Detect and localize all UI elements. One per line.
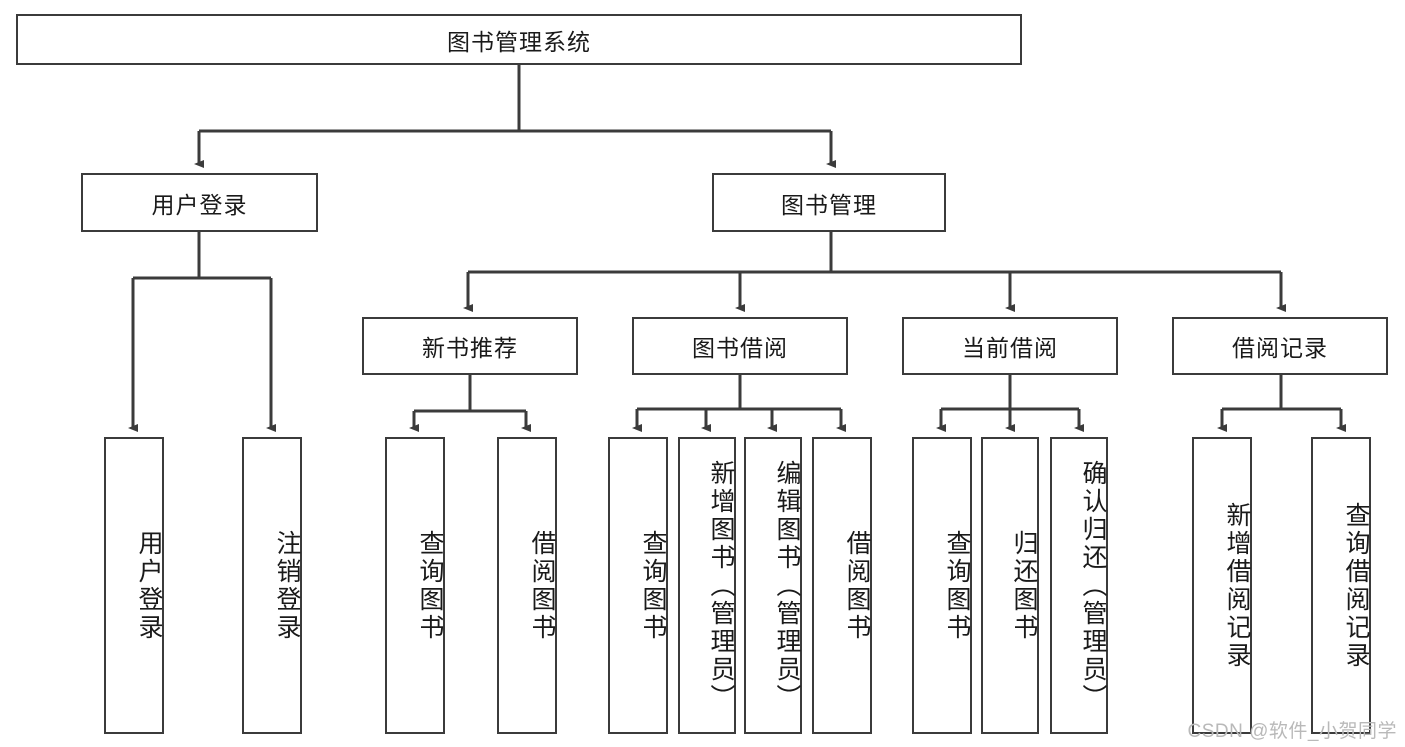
node-label: 注销登录 xyxy=(273,529,301,642)
leaf-current-query-book[interactable]: 查询图书 xyxy=(912,437,972,734)
node-label: 查询图书 xyxy=(943,529,971,642)
node-label: 用户登录 xyxy=(151,191,248,218)
leaf-user-login-login[interactable]: 用户登录 xyxy=(104,437,164,734)
leaf-borrow-borrow-book[interactable]: 借阅图书 xyxy=(812,437,872,734)
node-book-borrow[interactable]: 图书借阅 xyxy=(632,317,848,375)
leaf-user-login-logout[interactable]: 注销登录 xyxy=(242,437,302,734)
node-label: 借阅图书 xyxy=(528,529,556,642)
leaf-new-book-borrow[interactable]: 借阅图书 xyxy=(497,437,557,734)
node-label: 编辑图书（管理员） xyxy=(773,459,801,712)
leaf-current-return-book[interactable]: 归还图书 xyxy=(981,437,1039,734)
node-label: 新增图书（管理员） xyxy=(707,459,735,712)
node-label: 新书推荐 xyxy=(422,335,518,361)
leaf-borrow-query-book[interactable]: 查询图书 xyxy=(608,437,668,734)
node-label: 用户登录 xyxy=(135,529,163,642)
leaf-borrow-edit-book-admin[interactable]: 编辑图书（管理员） xyxy=(744,437,802,734)
node-label: 新增借阅记录 xyxy=(1223,501,1251,670)
leaf-borrow-add-book-admin[interactable]: 新增图书（管理员） xyxy=(678,437,736,734)
node-label: 查询借阅记录 xyxy=(1342,501,1370,670)
node-new-book-recommend[interactable]: 新书推荐 xyxy=(362,317,578,375)
node-root-system[interactable]: 图书管理系统 xyxy=(16,14,1022,65)
node-label: 图书借阅 xyxy=(692,335,788,361)
leaf-new-book-query[interactable]: 查询图书 xyxy=(385,437,445,734)
node-borrow-record[interactable]: 借阅记录 xyxy=(1172,317,1388,375)
leaf-record-add-record[interactable]: 新增借阅记录 xyxy=(1192,437,1252,734)
node-label: 当前借阅 xyxy=(962,335,1058,361)
node-label: 图书管理系统 xyxy=(447,28,591,55)
leaf-record-query-record[interactable]: 查询借阅记录 xyxy=(1311,437,1371,734)
node-label: 归还图书 xyxy=(1010,529,1038,642)
node-label: 确认归还（管理员） xyxy=(1079,459,1107,712)
node-book-management[interactable]: 图书管理 xyxy=(712,173,946,232)
leaf-current-confirm-return-admin[interactable]: 确认归还（管理员） xyxy=(1050,437,1108,734)
watermark-text: CSDN @软件_小贺同学 xyxy=(1187,721,1397,742)
node-label: 查询图书 xyxy=(639,529,667,642)
node-label: 查询图书 xyxy=(416,529,444,642)
node-user-login[interactable]: 用户登录 xyxy=(81,173,318,232)
node-label: 借阅记录 xyxy=(1232,335,1328,361)
node-label: 图书管理 xyxy=(781,191,877,218)
node-current-borrow[interactable]: 当前借阅 xyxy=(902,317,1118,375)
node-label: 借阅图书 xyxy=(843,529,871,642)
